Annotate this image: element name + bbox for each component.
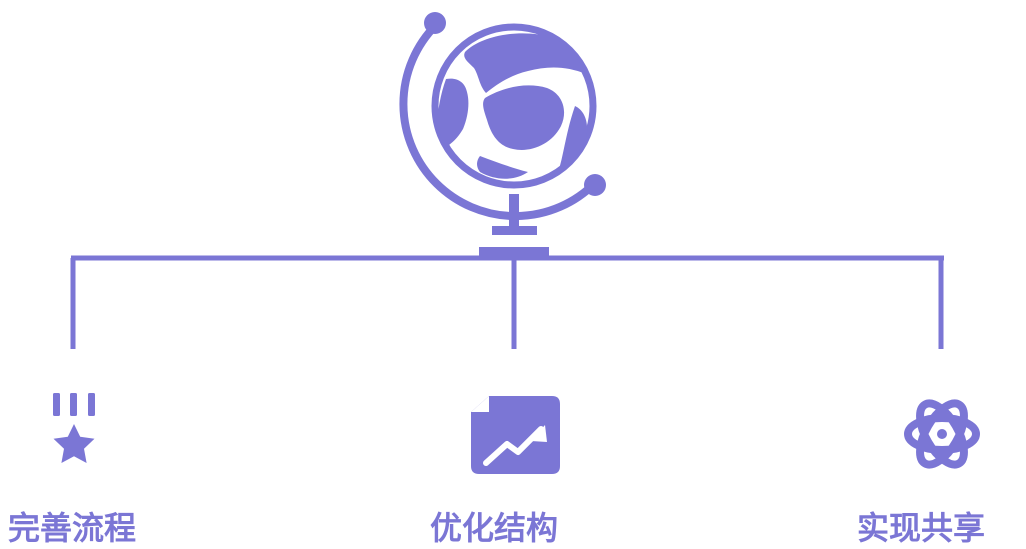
continent-shape-bottom: [477, 156, 528, 179]
atom-orbit-right: [916, 399, 968, 469]
trend-document-fold: [471, 396, 489, 412]
trend-chart-icon: [471, 396, 560, 474]
branch-label-right: 实现共享: [857, 509, 986, 547]
trend-line: [483, 426, 544, 466]
medal-star: [53, 424, 95, 463]
trend-arrow-head: [531, 425, 547, 442]
atom-nucleus: [937, 429, 947, 439]
continent-shape-top: [464, 33, 586, 93]
globe-axis-arc: [399, 21, 599, 221]
medal-ribbon-right: [88, 393, 95, 416]
globe-bottom-knob: [584, 174, 606, 196]
globe-stand-post: [509, 194, 519, 227]
continent-shape-left: [436, 78, 469, 150]
medal-ribbon-left: [53, 393, 60, 416]
globe-stand-collar: [492, 226, 537, 235]
atom-orbit-horizontal: [904, 414, 980, 454]
globe-top-knob: [424, 12, 446, 34]
medal-star-icon: [53, 393, 95, 463]
branch-label-center: 优化结构: [430, 509, 559, 547]
atom-orbit-left: [916, 399, 968, 469]
globe-stand-base: [479, 247, 549, 256]
branch-label-left: 完善流程: [8, 509, 137, 547]
globe-icon: [399, 12, 606, 256]
medal-ribbon-center: [70, 393, 77, 416]
continent-shape-middle: [483, 85, 565, 150]
atom-icon: [904, 399, 980, 469]
branch-connectors: [70, 255, 944, 349]
continent-shape-right: [559, 106, 588, 169]
